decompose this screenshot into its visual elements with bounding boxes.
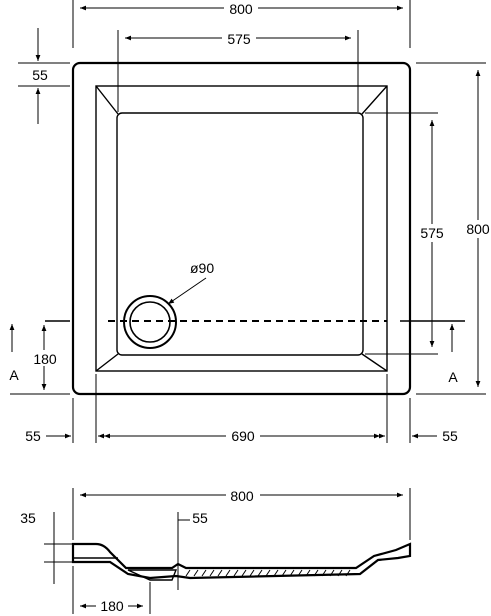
sec-dim-label-overall-width: 800 <box>230 488 254 504</box>
corner-bevel-lines <box>95 85 388 372</box>
dim-label-drain-offset: 180 <box>33 351 57 367</box>
dim-label-inner-width: 690 <box>231 428 255 444</box>
sec-dim-label-depth: 55 <box>192 510 208 526</box>
tray-rim-inner-outline <box>95 85 388 372</box>
dim-label-rim-top: 55 <box>32 67 48 83</box>
dim-label-inner-depth: 575 <box>420 225 444 241</box>
section-view: 800 35 55 180 <box>20 487 412 614</box>
dim-label-rim-left: 55 <box>25 428 41 444</box>
sec-dim-label-rim-height: 35 <box>20 510 36 526</box>
tray-section-profile <box>71 542 412 580</box>
dim-label-inner-top-width: 575 <box>227 31 251 47</box>
dim-label-rim-right: 55 <box>442 428 458 444</box>
dim-label-overall-width: 800 <box>229 1 253 17</box>
dim-label-overall-depth: 800 <box>466 221 490 237</box>
section-mark-left: A <box>9 367 19 383</box>
section-floor-hatching <box>185 569 351 577</box>
tray-basin-floor <box>116 112 364 356</box>
dim-label-drain-diameter: ø90 <box>190 260 214 276</box>
drain-leader-line <box>167 277 207 305</box>
plan-view: 800 575 55 575 800 ø90 180 <box>9 0 491 444</box>
section-mark-right: A <box>448 369 458 385</box>
tray-outer-outline <box>71 61 412 396</box>
sec-dim-label-drain-offset: 180 <box>100 598 124 614</box>
section-drain-profile <box>127 569 178 581</box>
